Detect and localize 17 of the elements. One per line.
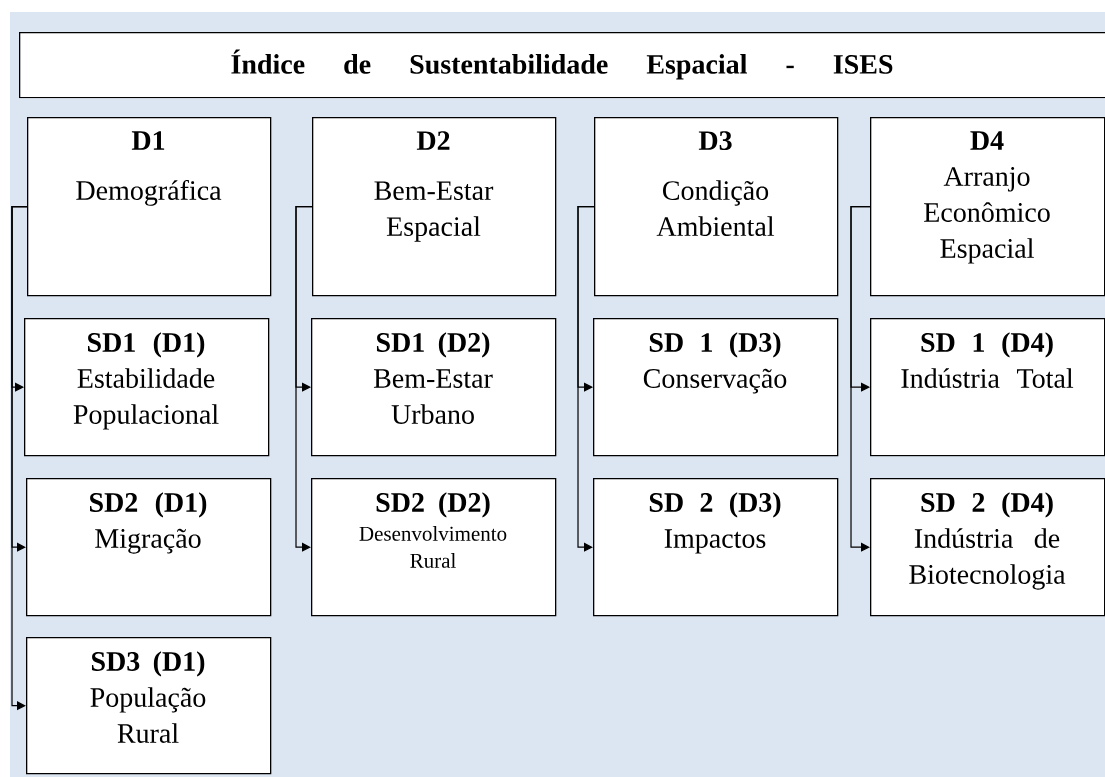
subdimension-box: SD1 (D1) Estabilidade Populacional xyxy=(24,318,270,457)
subdimension-box: SD3 (D1) População Rural xyxy=(26,637,272,775)
dimension-box: D4 Arranjo Econômico Espacial xyxy=(870,117,1105,297)
subdimension-box: SD2 (D2) Desenvolvimento Rural xyxy=(311,478,557,617)
connector-arrow xyxy=(577,206,595,552)
dimension-box: D1 Demográfica xyxy=(27,117,272,297)
subdimension-box: SD 2 (D4) Indústria de Biotecnologia xyxy=(870,478,1105,617)
subdimension-box: SD 1 (D4) Indústria Total xyxy=(870,318,1105,457)
subdimension-box: SD2 (D1) Migração xyxy=(26,478,272,617)
dimension-box: D2 Bem-Estar Espacial xyxy=(312,117,557,297)
connector-arrow xyxy=(295,206,313,552)
connector-arrow xyxy=(850,206,871,552)
title-box: Índice de Sustentabilidade Espacial - ISES xyxy=(19,32,1105,99)
subdimension-box: SD 1 (D3) Conservação xyxy=(593,318,839,457)
dimension-box: D3 Condição Ambiental xyxy=(594,117,839,297)
subdimension-box: SD 2 (D3) Impactos xyxy=(593,478,839,617)
subdimension-box: SD1 (D2) Bem-Estar Urbano xyxy=(311,318,557,457)
